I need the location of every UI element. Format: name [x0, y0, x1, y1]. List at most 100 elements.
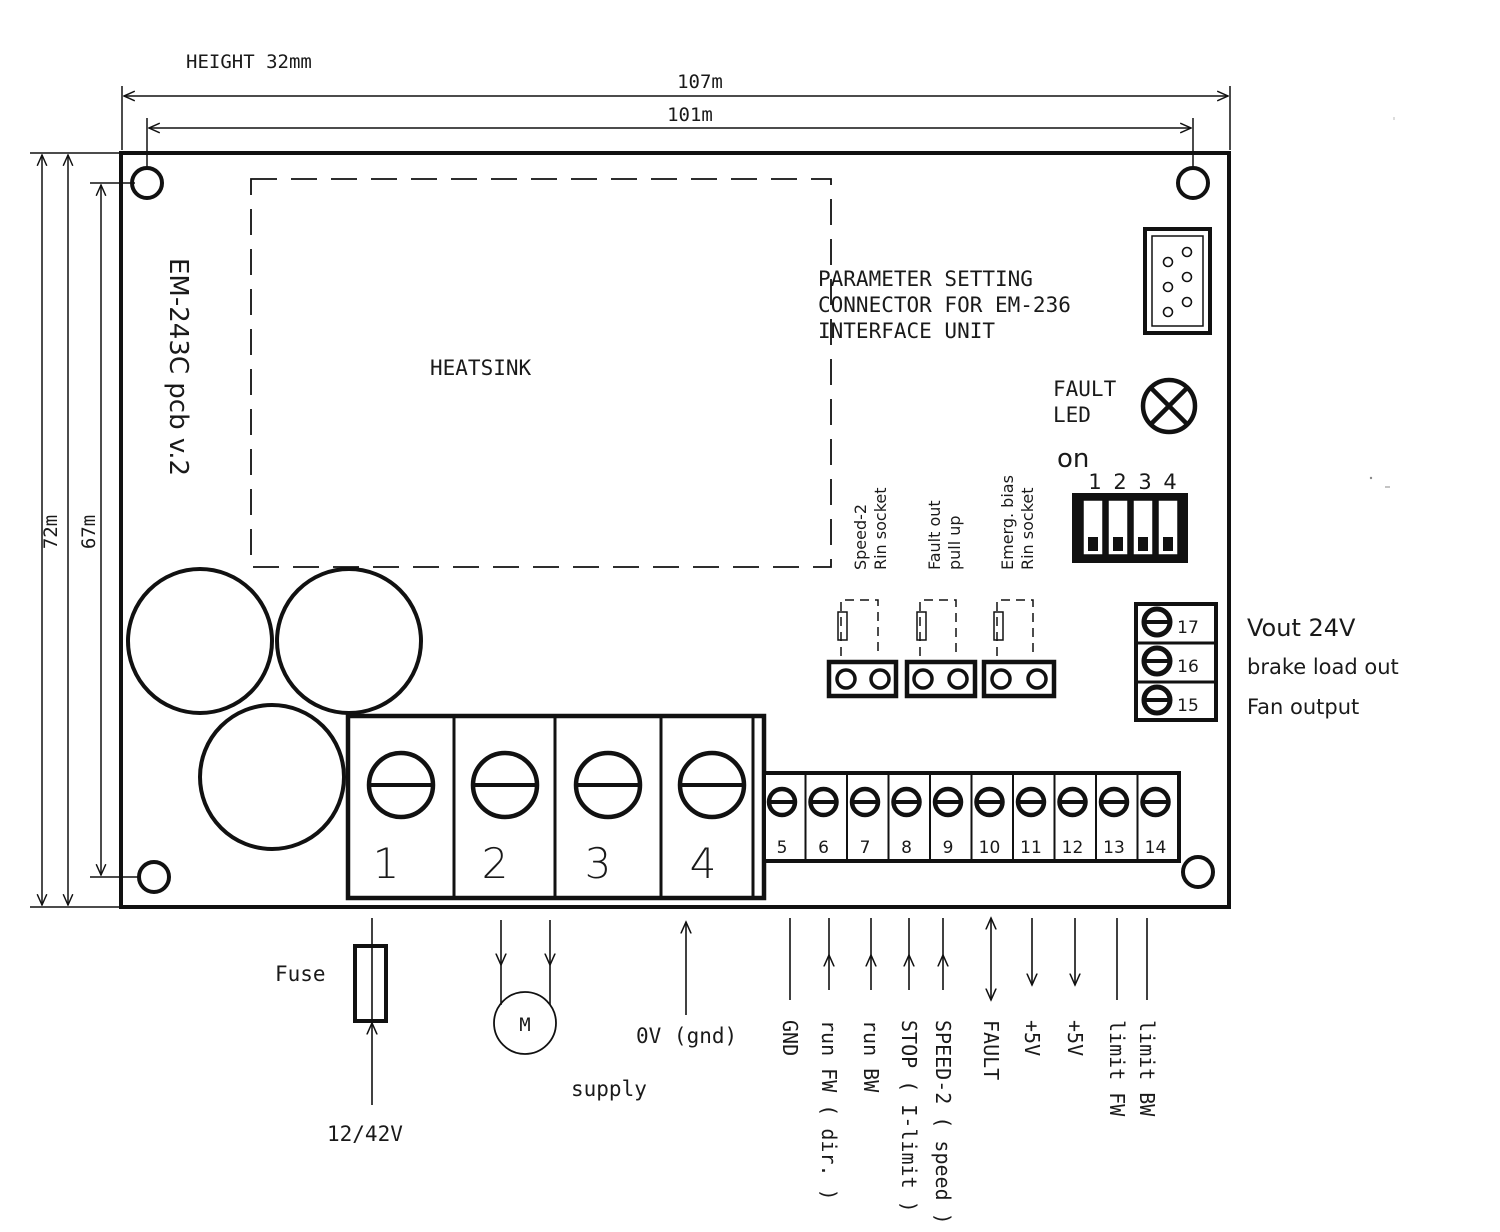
- inner-width-dimension: 101m: [146, 104, 1194, 170]
- power-terminal-4-number: 4: [690, 839, 717, 888]
- signal-terminal-11: 11: [1012, 773, 1047, 861]
- connector-label-line-2: CONNECTOR FOR EM-236: [818, 293, 1071, 317]
- dip-switch: [1072, 493, 1188, 563]
- power-terminal-1-number: 1: [373, 839, 400, 888]
- signal-terminal-6-number: 6: [818, 838, 829, 858]
- signal-terminal-9-number: 9: [943, 838, 954, 858]
- fault-led-label-line-2: LED: [1053, 403, 1091, 427]
- jumper-1-label-line-1: Speed-2: [851, 504, 870, 570]
- stray-marks: [1369, 117, 1395, 488]
- signal-wire-6: FAULT: [979, 918, 1003, 1080]
- signal-terminal-8: 8: [887, 773, 922, 861]
- inner-width-label: 101m: [667, 104, 713, 126]
- jumper-3-label-line-2: Rin socket: [1018, 487, 1037, 570]
- signal-wire-2: run FW ( dir. ): [817, 918, 841, 1201]
- signal-wire-9: limit FW: [1105, 918, 1129, 1117]
- signal-terminal-7: 7: [846, 773, 881, 861]
- side-terminal-17-number: 17: [1177, 618, 1199, 638]
- jumper-3-label-line-1: Emerg. bias: [998, 475, 1017, 570]
- dip-on-label: on: [1057, 444, 1089, 474]
- capacitor-1: [126, 567, 274, 715]
- signal-terminal-14: 14: [1136, 773, 1171, 861]
- capacitor-3: [198, 703, 346, 851]
- pcb-outline: [119, 151, 1231, 909]
- dip-number-1: 1: [1088, 470, 1101, 494]
- dip-number-4: 4: [1163, 470, 1176, 494]
- outer-height-label: 72m: [40, 515, 62, 549]
- side-terminal-16-label: brake load out: [1247, 655, 1399, 679]
- heatsink-label: HEATSINK: [430, 356, 532, 380]
- fuse-label: Fuse: [275, 962, 326, 986]
- outer-height-dimension: 72m: [30, 152, 120, 908]
- parameter-connector: [1143, 227, 1212, 335]
- signal-label-1: GND: [778, 1020, 802, 1056]
- board-name: EM-243C pcb v.2: [163, 258, 193, 476]
- signal-label-5: SPEED-2 ( speed ): [931, 1020, 955, 1225]
- power-terminal-2-number: 2: [482, 839, 509, 888]
- signal-label-7: +5V: [1020, 1020, 1044, 1056]
- jumper-2-label-line-1: Fault out: [925, 500, 944, 570]
- mounting-hole-bottom-left: [137, 860, 171, 894]
- signal-wire-5: SPEED-2 ( speed ): [931, 918, 955, 1225]
- signal-wire-1: GND: [778, 918, 802, 1056]
- signal-label-3: run BW: [859, 1020, 883, 1093]
- signal-terminal-8-number: 8: [901, 838, 912, 858]
- fuse-wiring: Fuse 12/42V: [275, 918, 403, 1146]
- signal-label-10: limit BW: [1135, 1020, 1159, 1117]
- side-terminal-15: 15: [1141, 684, 1199, 716]
- signal-terminal-13-number: 13: [1103, 838, 1125, 858]
- jumper-emerg-bias: Emerg. bias Rin socket: [981, 475, 1057, 699]
- signal-terminal-5-number: 5: [777, 838, 788, 858]
- signal-wire-4: STOP ( I-limit ): [897, 918, 921, 1213]
- inner-height-label: 67m: [78, 515, 100, 549]
- parameter-connector-label: PARAMETER SETTING CONNECTOR FOR EM-236 I…: [818, 267, 1071, 343]
- signal-terminal-5: 5: [766, 786, 798, 858]
- signal-terminal-7-number: 7: [860, 838, 871, 858]
- fault-led-label-line-1: FAULT: [1053, 377, 1117, 401]
- signal-terminal-14-number: 14: [1145, 838, 1167, 858]
- signal-terminal-6: 6: [804, 773, 839, 861]
- dip-number-3: 3: [1138, 470, 1151, 494]
- ground-label: 0V (gnd): [636, 1024, 737, 1048]
- mounting-hole-top-left: [130, 166, 164, 200]
- signal-wire-8: +5V: [1063, 918, 1087, 1056]
- signal-terminal-12: 12: [1053, 773, 1088, 861]
- signal-label-2: run FW ( dir. ): [817, 1020, 841, 1201]
- signal-terminal-9: 9: [929, 773, 964, 861]
- motor-symbol-label: M: [519, 1014, 530, 1036]
- signal-wire-10: limit BW: [1135, 918, 1159, 1117]
- side-terminal-16: 16: [1141, 645, 1199, 677]
- signal-terminal-10: 10: [970, 773, 1005, 861]
- motor-symbol: [493, 991, 557, 1055]
- mounting-hole-bottom-right: [1181, 855, 1215, 889]
- ground-wiring: 0V (gnd): [636, 922, 737, 1048]
- side-terminal-15-number: 15: [1177, 696, 1199, 716]
- signal-label-8: +5V: [1063, 1020, 1087, 1056]
- outer-width-label: 107m: [677, 71, 723, 93]
- signal-wire-7: +5V: [1020, 918, 1044, 1056]
- jumper-1-label-line-2: Rin socket: [871, 487, 890, 570]
- side-terminal-17-label: Vout 24V: [1247, 614, 1356, 642]
- jumper-fault-out: Fault out pull up: [904, 500, 978, 699]
- side-terminal-15-label: Fan output: [1247, 695, 1359, 719]
- power-terminal-1: 1: [366, 750, 436, 888]
- side-terminal-17: 17: [1141, 606, 1199, 638]
- signal-label-4: STOP ( I-limit ): [897, 1020, 921, 1213]
- connector-label-line-3: INTERFACE UNIT: [818, 319, 995, 343]
- signal-wiring: GND run FW ( dir. ) run BW STOP ( I-limit )…: [778, 918, 1159, 1225]
- height-label: HEIGHT 32mm: [186, 51, 312, 73]
- mounting-hole-top-right: [1176, 166, 1210, 200]
- power-terminal-3-number: 3: [585, 839, 612, 888]
- fault-led-icon: [1140, 377, 1198, 435]
- side-terminal-block: 17 16 15: [1134, 602, 1218, 722]
- signal-label-9: limit FW: [1105, 1020, 1129, 1117]
- heatsink-outline: [250, 178, 832, 568]
- connector-label-line-1: PARAMETER SETTING: [818, 267, 1033, 291]
- fuse-symbol: [353, 944, 388, 1023]
- power-terminal-4: 4: [677, 750, 747, 888]
- dip-number-2: 2: [1113, 470, 1126, 494]
- supply-label: supply: [571, 1077, 647, 1101]
- signal-terminal-12-number: 12: [1062, 838, 1084, 858]
- signal-label-6: FAULT: [979, 1020, 1003, 1080]
